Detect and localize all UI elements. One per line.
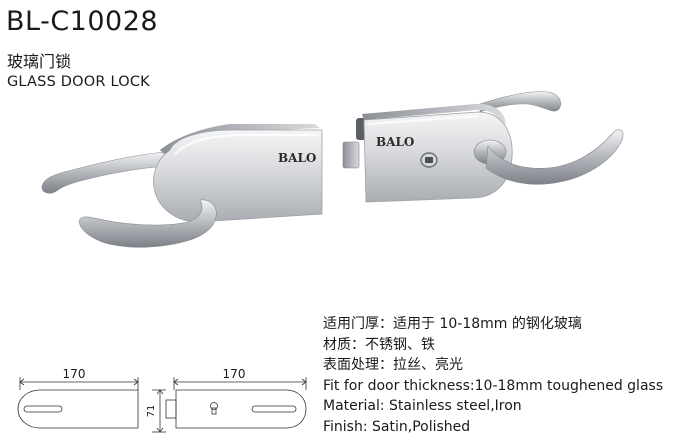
right-lower-handle bbox=[485, 129, 624, 185]
left-plate bbox=[153, 129, 323, 223]
left-brand-logo: BALO bbox=[278, 151, 316, 165]
right-brand-logo: BALO bbox=[376, 135, 414, 149]
dimension-left-width: 170 bbox=[63, 367, 86, 381]
product-photo: BALO BALO bbox=[41, 91, 624, 248]
title-english: GLASS DOOR LOCK bbox=[7, 74, 150, 90]
title-chinese: 玻璃门锁 bbox=[7, 52, 72, 71]
right-plate bbox=[363, 111, 513, 203]
right-plate-outline bbox=[175, 389, 307, 429]
model-number: BL-C10028 bbox=[6, 6, 159, 37]
spec-finish-en: Finish: Satin,Polished bbox=[323, 418, 471, 435]
dimension-height: 71 bbox=[146, 405, 157, 418]
spec-thickness-en: Fit for door thickness:10-18mm toughened… bbox=[323, 377, 664, 394]
spec-thickness-cn: 适用门厚：适用于 10-18mm 的钢化玻璃 bbox=[323, 316, 582, 332]
left-lower-handle bbox=[79, 199, 217, 248]
bolt-block bbox=[342, 141, 360, 169]
spec-material-cn: 材质：不锈钢、铁 bbox=[323, 336, 435, 353]
dimension-right-width: 170 bbox=[223, 367, 246, 381]
left-lock: BALO bbox=[41, 124, 323, 248]
spec-finish-cn: 表面处理：拉丝、亮光 bbox=[323, 357, 463, 373]
left-plate-outline bbox=[17, 389, 139, 429]
right-upper-handle bbox=[479, 91, 561, 113]
dimension-drawing: 170 170 71 bbox=[17, 367, 307, 433]
left-upper-handle bbox=[41, 151, 179, 194]
specifications: 适用门厚：适用于 10-18mm 的钢化玻璃 材质：不锈钢、铁 表面处理：拉丝、… bbox=[323, 314, 663, 437]
right-lock: BALO bbox=[342, 91, 624, 203]
spec-material-en: Material: Stainless steel,Iron bbox=[323, 398, 522, 414]
